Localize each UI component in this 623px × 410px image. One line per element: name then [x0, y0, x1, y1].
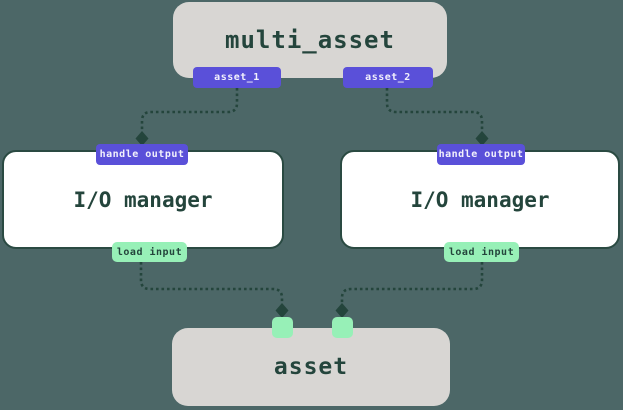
- node-asset-label: asset: [273, 354, 349, 380]
- edge-left-io-to-asset-input1: [139, 262, 284, 304]
- load-input-badge-right[interactable]: load input: [444, 242, 519, 262]
- node-io-manager-left-label: I/O manager: [73, 187, 213, 212]
- edge-right-io-to-asset-input2: [340, 262, 484, 304]
- edge-asset2-to-right-io: [385, 88, 484, 132]
- output-badge-asset-2[interactable]: asset_2: [343, 67, 433, 88]
- edge-input1-arrowhead-diamond: [275, 303, 289, 318]
- asset-input-handle-2[interactable]: [332, 317, 353, 338]
- node-asset[interactable]: asset: [172, 328, 450, 406]
- edge-asset1-to-left-io: [140, 88, 239, 132]
- asset-input-handle-1[interactable]: [272, 317, 293, 338]
- handle-output-badge-right[interactable]: handle output: [437, 144, 525, 165]
- node-io-manager-right-label: I/O manager: [410, 187, 550, 212]
- edge-input2-arrowhead-diamond: [335, 303, 349, 318]
- output-badge-asset-1[interactable]: asset_1: [193, 67, 281, 88]
- handle-output-badge-left[interactable]: handle output: [96, 144, 188, 165]
- load-input-badge-left[interactable]: load input: [112, 242, 187, 262]
- node-multi-asset-label: multi_asset: [225, 26, 395, 54]
